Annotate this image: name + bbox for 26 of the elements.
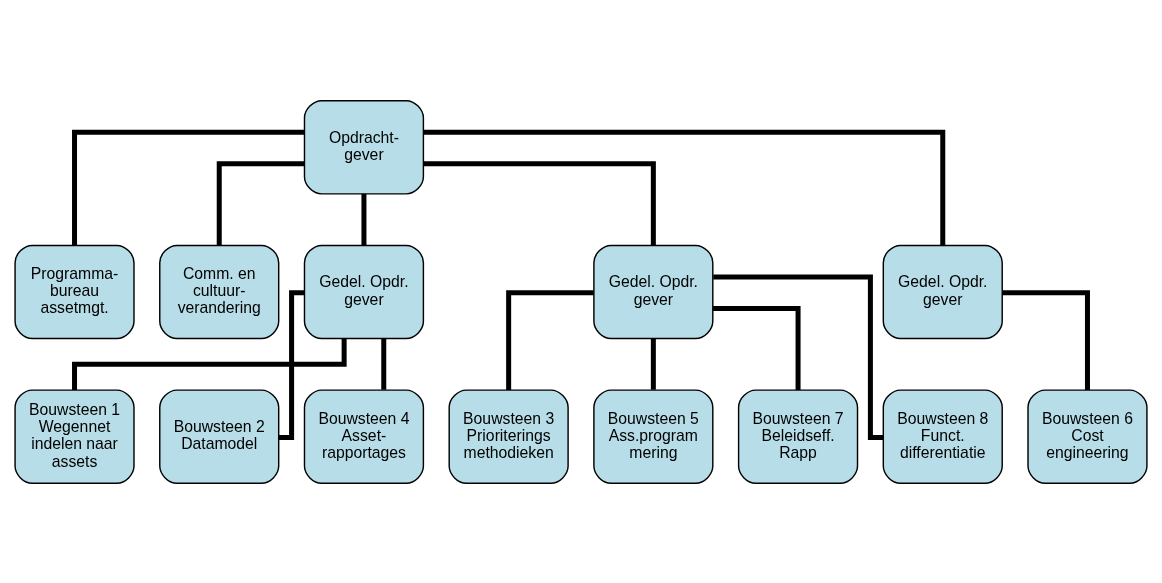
node-box: Bouwsteen 4 Asset- rapportages bbox=[303, 388, 425, 484]
node-box: Bouwsteen 5 Ass.program mering bbox=[593, 388, 714, 484]
node-box: Bouwsteen 6 Cost engineering bbox=[1027, 388, 1148, 484]
node-box: Bouwsteen 3 Prioriterings methodieken bbox=[448, 388, 569, 484]
connector bbox=[216, 160, 305, 245]
connector bbox=[713, 305, 801, 390]
node-box: Bouwsteen 7 Beleidseff. Rapp bbox=[737, 388, 859, 484]
node-box: Gedel. Opdr. gever bbox=[303, 244, 425, 339]
node-box: Gedel. Opdr. gever bbox=[593, 244, 714, 339]
node-box: Bouwsteen 8 Funct. differentiatie bbox=[882, 388, 1003, 484]
connector bbox=[650, 338, 656, 390]
connector bbox=[1002, 289, 1090, 390]
connector bbox=[72, 129, 304, 245]
connector bbox=[713, 273, 883, 440]
node-box: Comm. en cultuur- verandering bbox=[159, 244, 280, 339]
connector bbox=[506, 289, 594, 390]
connector bbox=[423, 160, 656, 245]
connector bbox=[381, 338, 387, 390]
connector bbox=[423, 129, 946, 245]
connector bbox=[361, 193, 367, 245]
node-box: Bouwsteen 2 Datamodel bbox=[159, 388, 280, 484]
node-box: Programma- bureau assetmgt. bbox=[14, 244, 135, 339]
connector bbox=[279, 289, 305, 440]
node-box: Bouwsteen 1 Wegennet indelen naar assets bbox=[14, 388, 135, 484]
node-box: Gedel. Opdr. gever bbox=[882, 244, 1003, 339]
node-box: Opdracht- gever bbox=[303, 99, 425, 195]
